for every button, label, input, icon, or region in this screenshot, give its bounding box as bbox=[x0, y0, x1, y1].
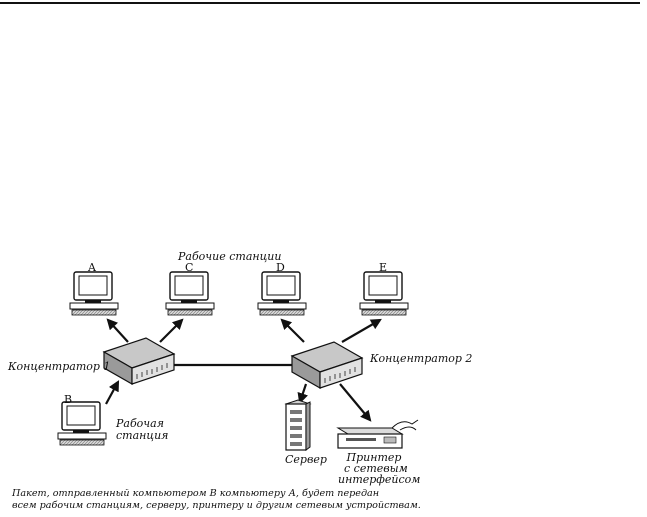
link-hub1-to-c bbox=[159, 318, 184, 343]
hub-1 bbox=[102, 337, 176, 386]
connection-lines bbox=[105, 318, 382, 422]
printer bbox=[336, 419, 419, 449]
computer-b-letter: B bbox=[64, 393, 73, 406]
printer-label-line3: интерфейсом bbox=[338, 473, 421, 486]
caption: Пакет, отправленный компьютером В компью… bbox=[12, 488, 421, 512]
computer-e bbox=[359, 271, 409, 316]
caption-line1: Пакет, отправленный компьютером В компью… bbox=[12, 488, 380, 499]
hub-1-label: Концентратор 1 bbox=[8, 360, 111, 373]
computer-d-letter: D bbox=[276, 261, 285, 274]
computer-a-letter: A bbox=[88, 261, 96, 274]
link-b-to-hub1 bbox=[105, 380, 120, 405]
computer-c bbox=[165, 271, 215, 316]
top-rule bbox=[0, 2, 640, 4]
printer-label-line2: с сетевым bbox=[344, 462, 408, 475]
link-hub1-to-a bbox=[106, 318, 129, 343]
printer-label-line1: Принтер bbox=[346, 451, 402, 464]
hub-2 bbox=[290, 341, 364, 390]
hub-2-label: Концентратор 2 bbox=[370, 352, 473, 365]
workstation-b-label-line2: станция bbox=[116, 429, 169, 442]
computer-e-letter: E bbox=[379, 261, 388, 274]
computer-d bbox=[257, 271, 307, 316]
workstation-b-label-line1: Рабочая bbox=[116, 417, 164, 430]
link-hub2-to-e bbox=[341, 318, 382, 343]
server bbox=[284, 399, 312, 451]
link-hub2-to-server bbox=[297, 383, 309, 405]
workstations-title: Рабочие станции bbox=[178, 250, 282, 263]
link-hub2-to-printer bbox=[339, 383, 372, 422]
computer-b bbox=[57, 401, 107, 446]
server-label: Сервер bbox=[285, 453, 327, 466]
caption-line2: всем рабочим станциям, серверу, принтеру… bbox=[12, 500, 421, 511]
computer-c-letter: C bbox=[185, 261, 194, 274]
link-hub2-to-d bbox=[280, 318, 305, 343]
computer-a bbox=[69, 271, 119, 316]
